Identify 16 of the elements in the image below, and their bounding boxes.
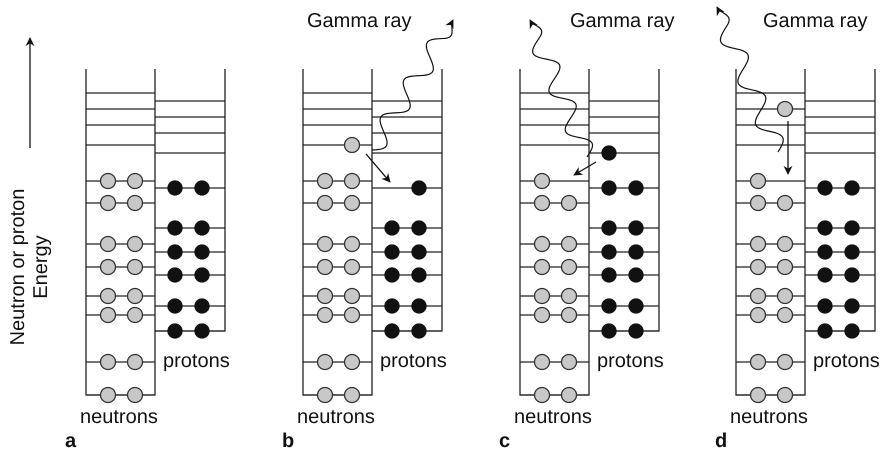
protons-label: protons bbox=[163, 350, 230, 373]
neutrons-label: neutrons bbox=[730, 406, 808, 429]
neutrons-label: neutrons bbox=[297, 406, 375, 429]
protons-label: protons bbox=[380, 350, 447, 373]
protons-label: protons bbox=[597, 350, 664, 373]
panel-letter: d bbox=[715, 430, 728, 453]
panel-letter: c bbox=[499, 430, 510, 453]
gamma-ray-label: Gamma ray bbox=[570, 10, 674, 33]
panel-letter: b bbox=[282, 430, 294, 453]
neutrons-label: neutrons bbox=[80, 406, 158, 429]
neutrons-label: neutrons bbox=[514, 406, 592, 429]
protons-label: protons bbox=[813, 350, 880, 373]
gamma-ray-label: Gamma ray bbox=[763, 10, 868, 33]
axis-label: Neutron or proton Energy bbox=[7, 188, 53, 348]
gamma-ray-label: Gamma ray bbox=[307, 10, 412, 33]
panel-letter: a bbox=[65, 430, 76, 453]
